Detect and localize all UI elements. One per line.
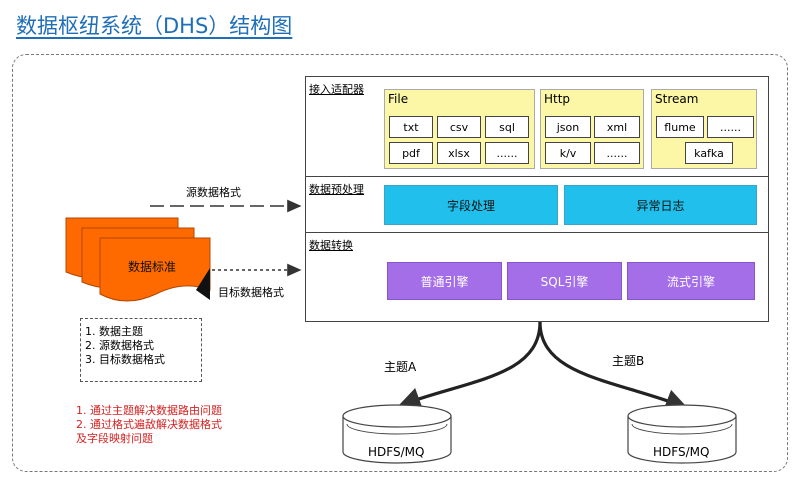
stream-engine-box: 流式引擎 xyxy=(627,262,755,300)
file-type-csv: csv xyxy=(437,116,481,138)
section-label-preprocess: 数据预处理 xyxy=(309,183,364,196)
section-divider xyxy=(305,232,769,233)
note-item: 2. 源数据格式 xyxy=(85,339,154,352)
flow-to-topic-a xyxy=(397,321,542,410)
target-format-label: 目标数据格式 xyxy=(218,286,284,299)
issue-line: 及字段映射问题 xyxy=(76,432,153,445)
http-type-more: ...... xyxy=(594,142,640,164)
outer-frame xyxy=(12,54,788,472)
stream-type-more: ...... xyxy=(707,116,754,138)
storage-cylinder-b xyxy=(627,404,737,464)
issue-line: 1. 通过主题解决数据路由问题 xyxy=(76,404,222,417)
file-type-more: ...... xyxy=(485,142,529,164)
file-type-txt: txt xyxy=(389,116,433,138)
http-type-json: json xyxy=(545,116,591,138)
stream-type-flume: flume xyxy=(656,116,704,138)
topic-b-label: 主题B xyxy=(612,354,645,368)
file-type-xlsx: xlsx xyxy=(437,142,481,164)
note-item: 3. 目标数据格式 xyxy=(85,353,165,366)
http-adapter-group: Http json xml k/v ...... xyxy=(540,89,644,169)
field-processing-box: 字段处理 xyxy=(384,185,558,225)
stream-adapter-title: Stream xyxy=(655,92,699,106)
http-adapter-title: Http xyxy=(544,92,571,106)
section-divider xyxy=(305,176,769,177)
source-format-label: 源数据格式 xyxy=(186,186,241,199)
notes-box: 1. 数据主题 2. 源数据格式 3. 目标数据格式 xyxy=(80,318,202,382)
file-type-sql: sql xyxy=(485,116,529,138)
sql-engine-box: SQL引擎 xyxy=(507,262,622,300)
file-type-pdf: pdf xyxy=(389,142,433,164)
stream-type-kafka: kafka xyxy=(685,142,733,164)
flow-to-topic-b xyxy=(538,321,688,411)
page-title: 数据枢纽系统（DHS）结构图 xyxy=(16,14,293,38)
store-a-label: HDFS/MQ xyxy=(368,445,425,459)
normal-engine-box: 普通引擎 xyxy=(387,262,502,300)
issue-line: 2. 通过格式遍敌解决数据格式 xyxy=(76,418,222,431)
section-label-transform: 数据转换 xyxy=(309,239,353,252)
store-b-label: HDFS/MQ xyxy=(653,445,710,459)
http-type-xml: xml xyxy=(594,116,640,138)
data-standard-label: 数据标准 xyxy=(128,260,177,274)
section-label-adapters: 接入适配器 xyxy=(309,83,364,96)
data-standard-documents xyxy=(65,217,211,302)
storage-cylinder-a xyxy=(342,404,452,464)
http-type-kv: k/v xyxy=(545,142,591,164)
issues-text: 1. 通过主题解决数据路由问题 2. 通过格式遍敌解决数据格式 及字段映射问题 xyxy=(76,404,222,446)
topic-a-label: 主题A xyxy=(384,360,417,374)
stream-adapter-group: Stream flume ...... kafka xyxy=(651,89,757,169)
file-adapter-title: File xyxy=(388,92,409,106)
exception-log-box: 异常日志 xyxy=(564,185,757,225)
note-item: 1. 数据主题 xyxy=(85,325,143,338)
file-adapter-group: File txt csv sql pdf xlsx ...... xyxy=(384,89,535,169)
